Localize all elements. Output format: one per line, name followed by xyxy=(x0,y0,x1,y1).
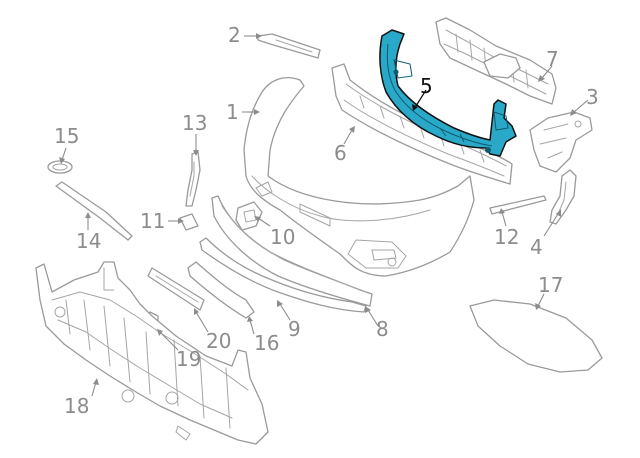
part-17-mesh-grille[interactable] xyxy=(469,299,603,373)
callout-13[interactable]: 13 xyxy=(182,111,207,135)
callout-2[interactable]: 2 xyxy=(228,23,241,47)
callout-1[interactable]: 1 xyxy=(226,100,239,124)
callout-labels: 1 2 3 4 5 6 7 8 9 10 11 12 13 14 15 16 1… xyxy=(54,23,599,418)
callout-14[interactable]: 14 xyxy=(76,229,101,253)
part-18-lower-carrier[interactable] xyxy=(35,261,269,445)
part-7-upper-support[interactable] xyxy=(435,17,557,105)
callout-3[interactable]: 3 xyxy=(586,85,599,109)
part-15-emblem[interactable] xyxy=(47,160,73,174)
part-1-bumper-cover[interactable] xyxy=(243,77,475,277)
part-14-trim-strip[interactable] xyxy=(55,181,133,241)
part-10-sensor-bracket[interactable] xyxy=(235,201,263,231)
part-20-license-plate-holder[interactable] xyxy=(147,267,205,311)
callout-16[interactable]: 16 xyxy=(254,331,279,355)
callout-11[interactable]: 11 xyxy=(140,209,165,233)
callout-9[interactable]: 9 xyxy=(288,317,301,341)
callout-7[interactable]: 7 xyxy=(546,47,559,71)
part-2-trim-strip[interactable] xyxy=(257,33,321,59)
part-11-clip[interactable] xyxy=(179,213,199,231)
callout-10[interactable]: 10 xyxy=(270,225,295,249)
part-13-side-strip[interactable] xyxy=(185,151,201,207)
callout-4[interactable]: 4 xyxy=(530,235,543,259)
part-4-small-bracket[interactable] xyxy=(549,169,577,225)
callout-15[interactable]: 15 xyxy=(54,124,79,148)
part-9-lower-trim[interactable] xyxy=(211,195,373,307)
callout-18[interactable]: 18 xyxy=(64,394,89,418)
callout-6[interactable]: 6 xyxy=(334,141,347,165)
part-12-trim-strip[interactable] xyxy=(489,195,547,215)
part-16-grille-insert[interactable] xyxy=(187,261,255,319)
callout-8[interactable]: 8 xyxy=(376,317,389,341)
part-3-side-bracket-right[interactable] xyxy=(529,111,593,173)
callout-19[interactable]: 19 xyxy=(176,347,201,371)
callout-20[interactable]: 20 xyxy=(206,329,231,353)
leader-lines xyxy=(59,33,589,397)
callout-17[interactable]: 17 xyxy=(538,273,563,297)
callout-12[interactable]: 12 xyxy=(494,225,519,249)
part-5-support-bracket[interactable] xyxy=(379,29,517,157)
callout-5[interactable]: 5 xyxy=(420,74,433,98)
